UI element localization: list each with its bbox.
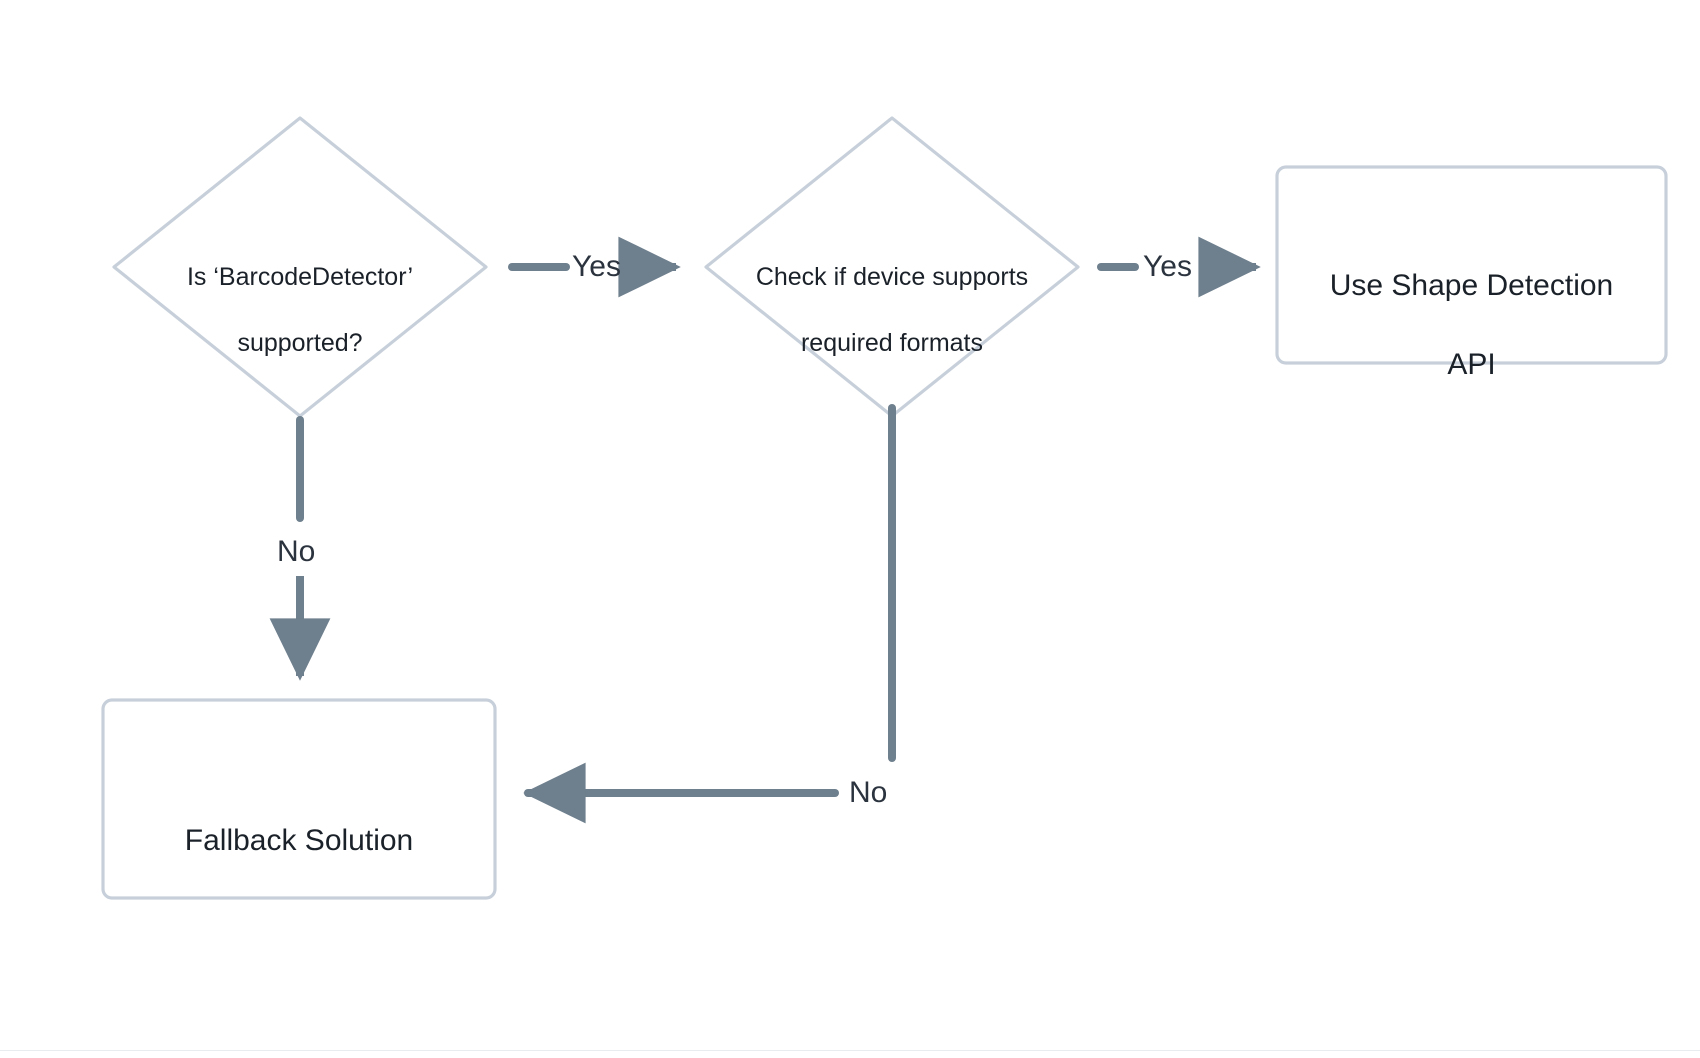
edge-label-supported-no: No bbox=[277, 535, 316, 568]
edge-label-supported-yes: Yes bbox=[572, 250, 621, 283]
edge-label-formats-no: No bbox=[849, 776, 888, 809]
bottom-divider bbox=[0, 1050, 1700, 1051]
node-is-barcodedetector-supported[interactable] bbox=[112, 116, 488, 418]
node-check-device-formats[interactable] bbox=[704, 116, 1080, 418]
edge-label-formats-yes: Yes bbox=[1143, 250, 1192, 283]
node-fallback-solution[interactable] bbox=[101, 698, 497, 900]
node-use-shape-detection-api[interactable] bbox=[1275, 165, 1668, 365]
